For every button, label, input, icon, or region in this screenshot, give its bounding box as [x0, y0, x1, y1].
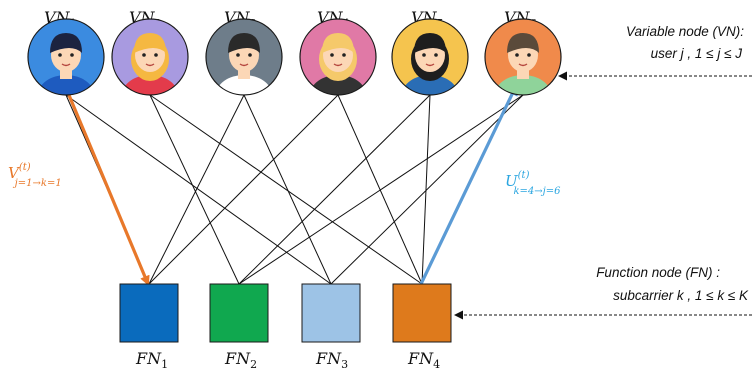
edge-vn4-fn4: [337, 94, 423, 285]
u-message-arrow: [419, 83, 518, 285]
fn-label-1: FN1: [135, 349, 168, 371]
edge-vn4-fn1: [148, 94, 339, 285]
man-green-shirt-icon: [484, 18, 562, 96]
edge-group: [65, 94, 524, 285]
vn-annotation-desc: user j , 1 ≤ j ≤ J: [651, 46, 743, 61]
fn-annotation-desc: subcarrier k , 1 ≤ k ≤ K: [613, 288, 749, 303]
fn-node-1: [119, 283, 179, 343]
woman-black-hair-suit-icon: [391, 18, 469, 96]
fn-node-2: [209, 283, 269, 343]
v-message-label: V(t)j=1→k=1: [8, 162, 62, 189]
fn-node-3: [301, 283, 361, 343]
edge-vn6-fn3: [330, 94, 524, 285]
edge-vn2-fn2: [149, 94, 240, 285]
edge-vn6-fn2: [238, 94, 524, 285]
fn-label-3: FN3: [315, 349, 348, 371]
boy-blue-shirt-icon: [27, 18, 105, 96]
edge-vn3-fn1: [148, 94, 245, 285]
edge-vn2-fn4: [149, 94, 423, 285]
fn-node-4: [392, 283, 452, 343]
u-message-label: U(t)k=4→j=6: [505, 170, 561, 197]
svg-text:FN3: FN3: [315, 349, 348, 371]
woman-blonde-bow-icon: [299, 18, 377, 96]
svg-text:FN4: FN4: [407, 349, 440, 371]
edge-vn5-fn4: [421, 94, 431, 285]
man-dark-hair-suit-icon: [205, 18, 283, 96]
svg-text:FN1: FN1: [135, 349, 168, 371]
fn-annotation-title: Function node (FN) :: [596, 265, 720, 280]
vn-annotation-title: Variable node (VN):: [626, 24, 744, 39]
fn-label-2: FN2: [224, 349, 257, 371]
edge-vn5-fn2: [238, 94, 431, 285]
edge-vn3-fn3: [243, 94, 332, 285]
v-message-arrow: [64, 87, 150, 286]
girl-blonde-red-shirt-icon: [111, 18, 189, 96]
fn-label-4: FN4: [407, 349, 440, 371]
svg-text:FN2: FN2: [224, 349, 257, 371]
edge-vn1-fn3: [65, 94, 332, 285]
